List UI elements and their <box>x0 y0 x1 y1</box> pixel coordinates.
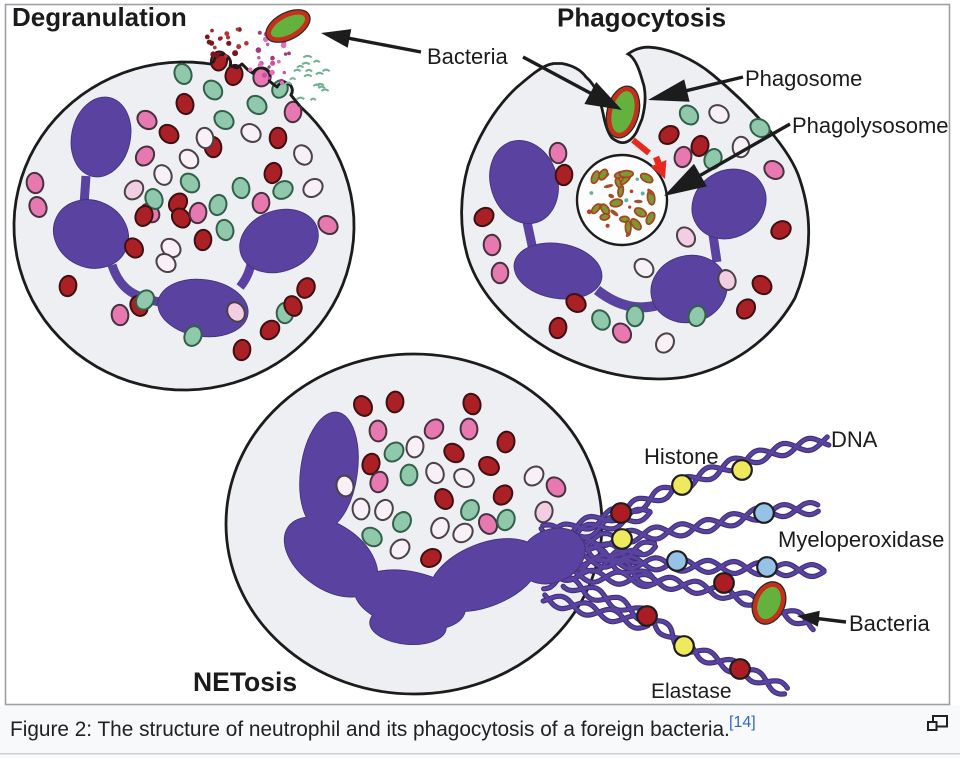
svg-text:Phagocytosis: Phagocytosis <box>557 3 726 33</box>
svg-text:Figure 2: The structure of neu: Figure 2: The structure of neutrophil an… <box>10 718 730 741</box>
svg-text:Elastase: Elastase <box>651 680 732 703</box>
svg-text:Phagolysosome: Phagolysosome <box>792 113 949 138</box>
svg-text:DNA: DNA <box>831 427 878 452</box>
svg-text:Phagosome: Phagosome <box>745 66 862 91</box>
svg-text:[14]: [14] <box>729 714 756 731</box>
svg-text:Bacteria: Bacteria <box>849 611 930 636</box>
svg-text:Bacteria: Bacteria <box>427 44 508 69</box>
svg-text:NETosis: NETosis <box>193 667 297 697</box>
svg-text:Degranulation: Degranulation <box>12 2 187 32</box>
svg-text:Histone: Histone <box>644 444 719 469</box>
svg-text:Myeloperoxidase: Myeloperoxidase <box>778 527 944 552</box>
